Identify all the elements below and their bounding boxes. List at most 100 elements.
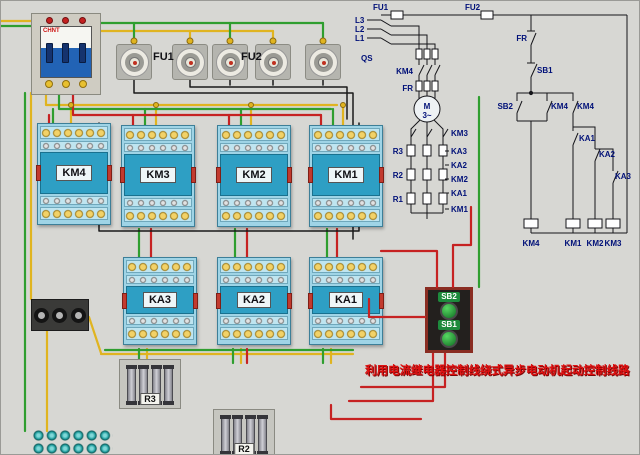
sb2-schematic-label: SB2 [497, 102, 513, 111]
aux-terminal-row [40, 141, 108, 150]
aux-terminal-row [126, 316, 194, 325]
r2-label: R2 [393, 171, 404, 180]
fr-main-label: FR [402, 84, 413, 93]
motor-label: M [424, 102, 431, 111]
contactor-label: KM3 [140, 167, 176, 183]
km3-label: KM3 [451, 129, 468, 138]
mount-clip [287, 167, 292, 183]
ka3-ctrl-label: KA3 [615, 172, 632, 181]
coil-km3-label: KM3 [605, 239, 622, 248]
terminal-row-top [220, 128, 288, 141]
contactor-label: KM2 [236, 167, 272, 183]
sb2-label: SB2 [438, 292, 460, 302]
sb1-button[interactable] [440, 330, 458, 348]
terminal-row-bottom [126, 327, 194, 340]
terminal-row-bottom [40, 207, 108, 220]
contactor-km3: KM3 [120, 125, 196, 227]
terminal [61, 80, 70, 88]
fr-ctrl-label: FR [516, 34, 527, 43]
schematic-diagram: FU1 FU2 L3 L2 L1 QS KM4 FR M 3~ KM3 R3 R… [355, 3, 632, 248]
l2-label: L2 [355, 25, 365, 34]
sb2-button[interactable] [440, 302, 458, 320]
terminal-row-top [220, 260, 288, 273]
fu2-label: FU2 [241, 51, 262, 63]
circuit-breaker[interactable]: CHNT [31, 13, 101, 95]
fuse-cartridge [172, 44, 208, 80]
l1-label: L1 [355, 34, 365, 43]
contactor-face: KM4 [36, 152, 112, 194]
mount-clip [36, 165, 41, 181]
mount-clip [379, 293, 384, 309]
mount-clip [120, 167, 125, 183]
terminal-post [52, 307, 68, 323]
km4-aux-label: KM4 [577, 102, 594, 111]
sb1-label: SB1 [438, 320, 460, 330]
relay-label: KA1 [328, 292, 363, 308]
sb1-schematic-label: SB1 [537, 66, 553, 75]
contactor-km2: KM2 [216, 125, 292, 227]
terminal-row-bottom [220, 327, 288, 340]
resistor-coil [257, 415, 269, 454]
mount-clip [308, 167, 313, 183]
mount-clip [107, 165, 112, 181]
aux-terminal-row [220, 275, 288, 284]
aux-terminal-row [220, 143, 288, 152]
caption-title: 利用电流继电器控制线绕式异步电动机起动控制线路 [365, 365, 630, 377]
resistor-bank-r3: R3 [119, 359, 181, 409]
terminal [45, 80, 54, 88]
ka2-label: KA2 [451, 161, 468, 170]
qs-label: QS [361, 54, 373, 63]
aux-terminal-row [124, 198, 192, 207]
terminal-post [33, 307, 49, 323]
coil-km2-label: KM2 [587, 239, 604, 248]
km4-self-label: KM4 [551, 102, 568, 111]
aux-terminal-row [124, 143, 192, 152]
terminal [78, 80, 87, 88]
terminal-row-bottom [220, 209, 288, 222]
resistor-coil [163, 365, 175, 405]
contactor-face: KM3 [120, 154, 196, 196]
terminal-row-bottom [124, 209, 192, 222]
terminal [62, 17, 70, 24]
resistor-label: R2 [234, 443, 254, 454]
breaker-bottom-terminals [41, 80, 91, 88]
fuse-cartridge [305, 44, 341, 80]
contactor-km4: KM4 [36, 123, 112, 225]
relay-ka2: KA2 [216, 257, 292, 345]
km2-label: KM2 [451, 175, 468, 184]
relay-face: KA2 [216, 286, 292, 314]
breaker-brand: CHNT [43, 28, 60, 34]
breaker-levers[interactable] [41, 43, 91, 63]
km1-label: KM1 [451, 205, 468, 214]
relay-label: KA2 [236, 292, 271, 308]
fuse-cartridge [212, 44, 248, 80]
aux-terminal-row [40, 196, 108, 205]
relay-face: KA3 [122, 286, 198, 314]
schematic-drawing [367, 10, 628, 234]
fu2-schematic-label: FU2 [465, 3, 481, 12]
terminal [45, 17, 53, 24]
aux-terminal-row [220, 316, 288, 325]
fu1-schematic-label: FU1 [373, 3, 389, 12]
aux-terminal-row [312, 275, 380, 284]
mount-clip [122, 293, 127, 309]
button-station: SB2 SB1 [425, 287, 473, 353]
aux-terminal-row [126, 275, 194, 284]
terminal-post [71, 307, 87, 323]
r1-label: R1 [393, 195, 404, 204]
resistor-label: R3 [140, 393, 160, 405]
terminal-row-bottom [312, 327, 380, 340]
breaker-body: CHNT [40, 26, 92, 78]
km4-main-label: KM4 [396, 67, 413, 76]
mount-clip [308, 293, 313, 309]
contactor-face: KM2 [216, 154, 292, 196]
motor-phase-label: 3~ [422, 111, 431, 120]
terminal-row-top [126, 260, 194, 273]
mount-clip [287, 293, 292, 309]
l3-label: L3 [355, 16, 365, 25]
fu1-label: FU1 [153, 51, 174, 63]
aux-terminal-row [220, 198, 288, 207]
fuse-cartridge [116, 44, 152, 80]
resistor-coil [219, 415, 231, 454]
terminal [79, 17, 87, 24]
